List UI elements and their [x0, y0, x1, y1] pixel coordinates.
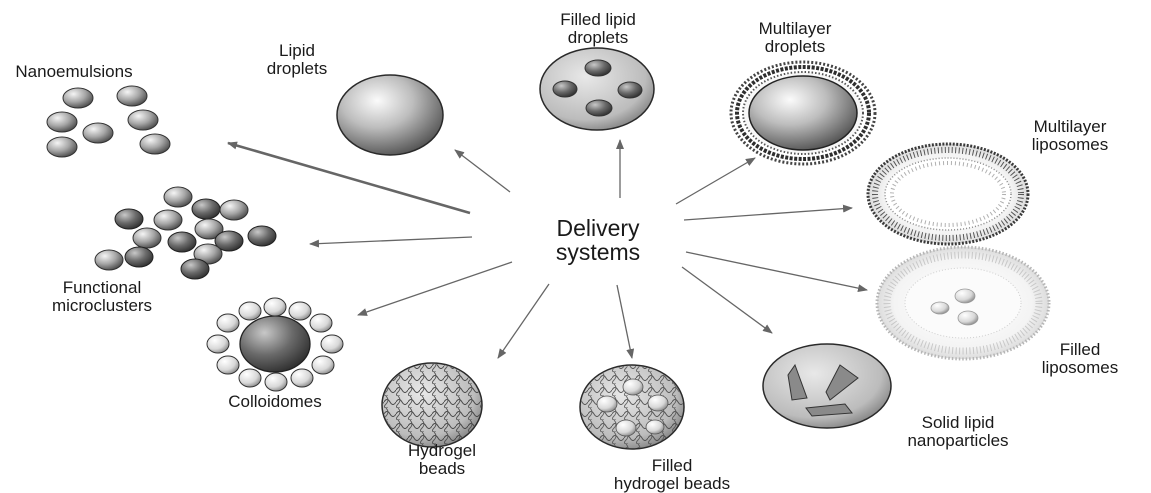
label-nanoemulsions: Nanoemulsions — [4, 63, 144, 81]
center-label-line1: Delivery — [513, 216, 683, 240]
filled-hydrogel-bead-illustration — [580, 365, 684, 449]
label-multilayer-droplets: Multilayer droplets — [730, 20, 860, 56]
label-colloidomes: Colloidomes — [195, 393, 355, 411]
label-functional-microclusters: Functional microclusters — [22, 279, 182, 315]
label-filled-hydrogel-beads: Filled hydrogel beads — [572, 457, 772, 493]
label-hydrogel-beads: Hydrogel beads — [387, 442, 497, 478]
arrow-to-lipid-droplets — [455, 150, 510, 192]
arrow-to-colloidomes — [358, 262, 512, 315]
arrow-to-filled-hydrogel-beads — [617, 285, 632, 358]
label-solid-lipid-nanoparticles: Solid lipid nanoparticles — [878, 414, 1038, 450]
filled-lipid-droplet-illustration — [540, 48, 654, 130]
multilayer-liposome-illustration — [868, 144, 1028, 244]
functional-microcluster-illustration — [95, 187, 276, 279]
label-filled-liposomes: Filled liposomes — [1020, 341, 1140, 377]
label-filled-lipid-droplets: Filled lipid droplets — [528, 11, 668, 47]
arrow-to-functional-microclusters — [310, 237, 472, 244]
multilayer-droplet-illustration — [731, 62, 875, 164]
hydrogel-bead-illustration — [382, 363, 482, 447]
arrow-to-nanoemulsions — [228, 143, 470, 213]
label-multilayer-liposomes: Multilayer liposomes — [1000, 118, 1140, 154]
lipid-droplet-illustration — [337, 75, 443, 155]
label-lipid-droplets: Lipid droplets — [247, 42, 347, 78]
arrow-to-multilayer-droplets — [676, 158, 755, 204]
arrow-to-filled-liposomes — [686, 252, 867, 290]
nanoemulsions-illustration — [47, 86, 170, 157]
colloidome-illustration — [207, 298, 343, 391]
center-label-line2: systems — [513, 240, 683, 264]
arrow-to-multilayer-liposomes — [684, 208, 852, 220]
center-label: Delivery systems — [513, 216, 683, 264]
solid-lipid-nanoparticle-illustration — [763, 344, 891, 428]
arrow-to-hydrogel-beads — [498, 284, 549, 358]
arrow-to-solid-lipid-nanoparticles — [682, 267, 772, 333]
